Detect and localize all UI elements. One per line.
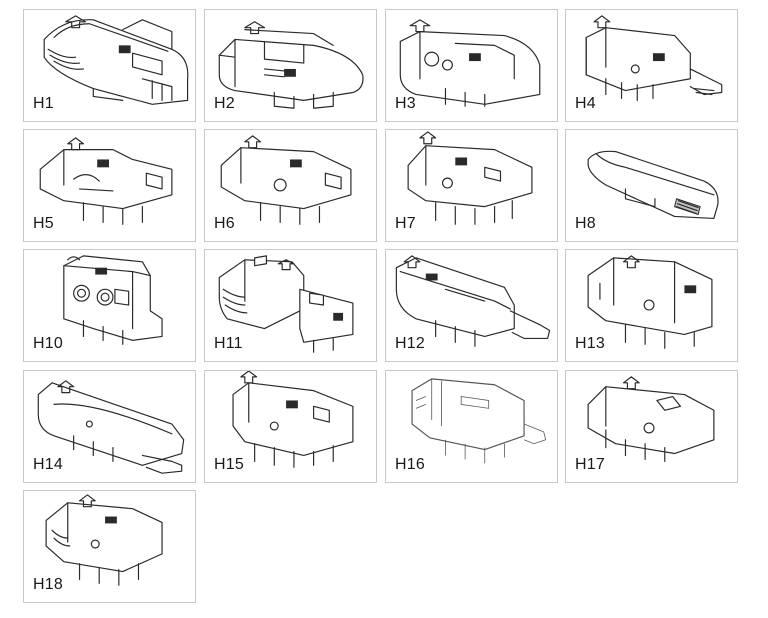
adapter-label: H8	[575, 215, 596, 232]
adapter-label: H18	[33, 576, 63, 593]
adapter-cell-h3[interactable]: H3	[385, 9, 558, 122]
h15-adapter-icon	[232, 371, 354, 468]
h13-adapter-icon	[587, 255, 713, 349]
adapter-label: H16	[395, 456, 425, 473]
h10-adapter-icon	[63, 255, 163, 345]
h7-adapter-icon	[407, 131, 533, 225]
h3-adapter-icon	[399, 19, 541, 107]
adapter-cell-h14[interactable]: H14	[23, 370, 196, 483]
h8-adapter-icon	[587, 150, 719, 219]
adapter-label: H2	[214, 95, 235, 112]
h17-adapter-icon	[587, 376, 715, 462]
adapter-cell-h7[interactable]: H7	[385, 129, 558, 242]
h1-adapter-icon	[43, 15, 189, 105]
adapter-cell-h8[interactable]: H8	[565, 129, 738, 242]
adapter-label: H3	[395, 95, 416, 112]
h18-adapter-icon	[45, 494, 163, 586]
adapter-label: H15	[214, 456, 244, 473]
h14-adapter-icon	[37, 380, 185, 474]
adapter-label: H4	[575, 95, 596, 112]
adapter-cell-h4[interactable]: H4	[565, 9, 738, 122]
adapter-label: H1	[33, 95, 54, 112]
h6-adapter-icon	[220, 135, 352, 225]
adapter-cell-h15[interactable]: H15	[204, 370, 377, 483]
h16-adapter-icon	[411, 378, 547, 464]
adapter-cell-h16[interactable]: H16	[385, 370, 558, 483]
adapter-label: H7	[395, 215, 416, 232]
adapter-label: H11	[214, 335, 243, 352]
adapter-cell-h12[interactable]: H12	[385, 249, 558, 362]
adapter-label: H6	[214, 215, 235, 232]
adapter-label: H17	[575, 456, 605, 473]
h12-adapter-icon	[395, 255, 551, 347]
adapter-cell-h6[interactable]: H6	[204, 129, 377, 242]
h5-adapter-icon	[39, 137, 173, 225]
h4-adapter-icon	[585, 15, 723, 101]
adapter-label: H5	[33, 215, 54, 232]
h11-adapter-icon	[218, 255, 354, 353]
adapter-cell-h13[interactable]: H13	[565, 249, 738, 362]
h2-adapter-icon	[218, 21, 364, 109]
adapter-cell-h18[interactable]: H18	[23, 490, 196, 603]
adapter-label: H13	[575, 335, 605, 352]
adapter-cell-h17[interactable]: H17	[565, 370, 738, 483]
adapter-label: H10	[33, 335, 63, 352]
adapter-cell-h10[interactable]: H10	[23, 249, 196, 362]
adapter-cell-h5[interactable]: H5	[23, 129, 196, 242]
adapter-label: H14	[33, 456, 63, 473]
adapter-cell-h1[interactable]: H1	[23, 9, 196, 122]
adapter-cell-h2[interactable]: H2	[204, 9, 377, 122]
adapter-cell-h11[interactable]: H11	[204, 249, 377, 362]
adapter-label: H12	[395, 335, 425, 352]
